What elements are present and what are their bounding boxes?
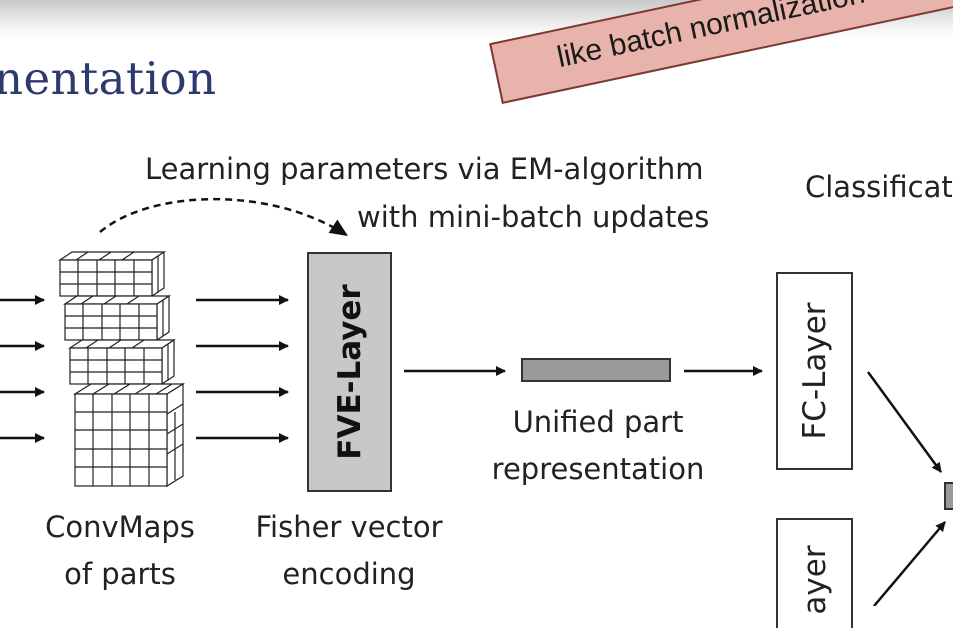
fc-layer-box: FC-Layer — [776, 272, 853, 470]
fve-layer-label: FVE-Layer — [331, 284, 368, 460]
fc-output-arrow-1 — [866, 371, 943, 473]
convmap-1 — [58, 250, 166, 298]
classification-label: Classificat — [805, 170, 953, 204]
fisher-label-line1: Fisher vector — [255, 510, 443, 544]
fve-layer-box: FVE-Layer — [307, 252, 392, 492]
fc-layer-box-2: ayer — [776, 518, 853, 628]
fc-output-arrow-2 — [873, 521, 946, 606]
convmap-to-fve-arrows — [196, 295, 289, 443]
fc-layer-2-label: ayer — [796, 545, 833, 616]
convmaps-label-line2: of parts — [64, 557, 176, 591]
input-arrows — [0, 295, 45, 443]
em-label-line2: with mini-batch updates — [357, 200, 710, 234]
convmap-stacks — [58, 250, 186, 488]
unified-representation-bar — [521, 358, 671, 382]
slide-title: nentation — [0, 52, 217, 105]
fc-layer-label: FC-Layer — [796, 302, 833, 440]
convmap-3 — [68, 338, 176, 386]
em-dashed-arrow — [99, 197, 349, 238]
diagram-arrows — [0, 197, 946, 606]
fisher-label-line2: encoding — [282, 557, 416, 591]
unified-label-line2: representation — [491, 452, 705, 486]
sum-node — [944, 482, 953, 510]
convmap-4 — [72, 382, 186, 488]
convmap-2 — [63, 294, 171, 342]
em-label-line1: Learning parameters via EM-algorithm — [145, 152, 704, 186]
unified-label-line1: Unified part — [512, 405, 684, 439]
convmaps-label-line1: ConvMaps — [45, 510, 195, 544]
